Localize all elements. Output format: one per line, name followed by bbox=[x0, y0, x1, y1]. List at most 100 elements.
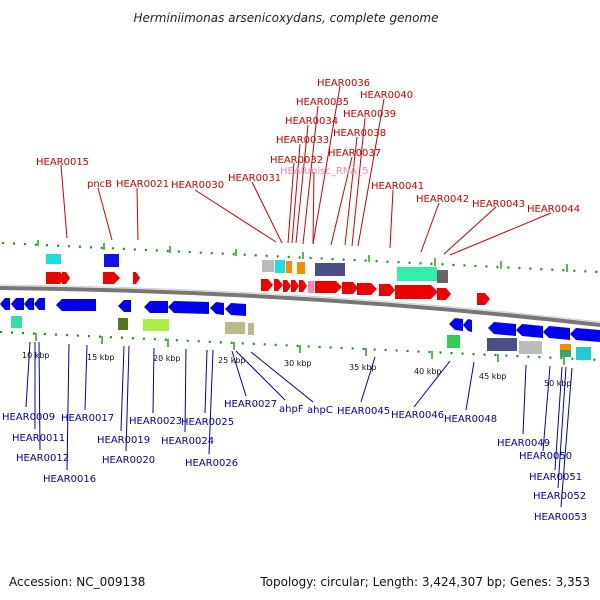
feature-box[interactable] bbox=[560, 350, 571, 357]
feature-box[interactable] bbox=[286, 261, 292, 273]
gene-label[interactable]: HEAR0041 bbox=[371, 181, 424, 192]
feature-box[interactable] bbox=[397, 267, 437, 281]
forward-gene[interactable] bbox=[342, 282, 358, 294]
gene-label[interactable]: ahpC bbox=[307, 405, 333, 416]
reverse-gene[interactable] bbox=[56, 299, 96, 311]
gene-label[interactable]: HEAR0045 bbox=[337, 406, 390, 417]
bottom-feature-boxes bbox=[11, 316, 591, 360]
reverse-gene[interactable] bbox=[570, 328, 600, 342]
gene-label[interactable]: HEAR0037 bbox=[328, 148, 381, 159]
gene-label[interactable]: HEAR0053 bbox=[534, 512, 587, 523]
gene-label[interactable]: HEAR0049 bbox=[497, 438, 550, 449]
reverse-gene[interactable] bbox=[144, 301, 168, 313]
misc-rna-feature[interactable] bbox=[308, 281, 314, 293]
feature-box[interactable] bbox=[315, 263, 345, 276]
forward-gene[interactable] bbox=[477, 293, 490, 305]
forward-gene[interactable] bbox=[261, 279, 273, 291]
gene-label[interactable]: HEAR0019 bbox=[97, 435, 150, 446]
forward-gene[interactable] bbox=[62, 272, 70, 284]
gene-label[interactable]: HEAR0025 bbox=[181, 417, 234, 428]
reverse-gene[interactable] bbox=[11, 298, 24, 310]
forward-gene[interactable] bbox=[395, 285, 438, 299]
forward-gene[interactable] bbox=[379, 284, 395, 296]
gene-label[interactable]: HEAR0035 bbox=[296, 97, 349, 108]
gene-label[interactable]: HEAR0020 bbox=[102, 455, 155, 466]
kbp-tick-label: 50 kbp bbox=[544, 379, 572, 388]
feature-box[interactable] bbox=[11, 316, 22, 328]
reverse-gene[interactable] bbox=[516, 324, 543, 338]
gene-label[interactable]: HEAR0052 bbox=[533, 491, 586, 502]
gene-label[interactable]: HEAR0009 bbox=[2, 412, 55, 423]
kbp-tick-label: 45 kbp bbox=[479, 372, 507, 381]
forward-gene[interactable] bbox=[283, 280, 291, 292]
gene-label[interactable]: HEAR0023 bbox=[129, 416, 182, 427]
gene-label[interactable]: HEAR0032 bbox=[270, 155, 323, 166]
reverse-gene[interactable] bbox=[543, 326, 570, 340]
gene-label[interactable]: ahpF bbox=[279, 404, 304, 415]
forward-gene[interactable] bbox=[437, 288, 451, 300]
gene-label[interactable]: HEAR0043 bbox=[472, 199, 525, 210]
feature-box[interactable] bbox=[437, 270, 448, 283]
gene-label[interactable]: HEAR0046 bbox=[391, 410, 444, 421]
feature-box[interactable] bbox=[297, 262, 305, 274]
gene-label[interactable]: HEARmisc_RNA_5 bbox=[280, 166, 369, 177]
reverse-gene[interactable] bbox=[0, 298, 10, 310]
feature-box[interactable] bbox=[275, 260, 285, 273]
gene-label[interactable]: HEAR0021 bbox=[116, 179, 169, 190]
reverse-gene[interactable] bbox=[449, 318, 463, 331]
feature-box[interactable] bbox=[118, 318, 128, 330]
gene-label[interactable]: HEAR0050 bbox=[519, 451, 572, 462]
forward-gene[interactable] bbox=[357, 283, 377, 295]
reverse-gene[interactable] bbox=[118, 300, 131, 312]
gene-label[interactable]: HEAR0016 bbox=[43, 474, 96, 485]
feature-box[interactable] bbox=[143, 319, 169, 331]
gene-label[interactable]: HEAR0031 bbox=[228, 173, 281, 184]
reverse-gene[interactable] bbox=[168, 301, 209, 314]
kbp-tick-label: 40 kbp bbox=[414, 367, 442, 376]
feature-box[interactable] bbox=[487, 338, 517, 351]
gene-label[interactable]: HEAR0030 bbox=[171, 180, 224, 191]
gene-label[interactable]: HEAR0015 bbox=[36, 157, 89, 168]
feature-box[interactable] bbox=[104, 254, 119, 267]
gene-label[interactable]: HEAR0012 bbox=[16, 453, 69, 464]
forward-gene[interactable] bbox=[315, 281, 342, 293]
gene-label[interactable]: HEAR0051 bbox=[529, 472, 582, 483]
feature-box[interactable] bbox=[519, 341, 542, 354]
feature-box[interactable] bbox=[576, 347, 591, 360]
gene-label[interactable]: HEAR0042 bbox=[416, 194, 469, 205]
gene-label[interactable]: HEAR0036 bbox=[317, 78, 370, 89]
gene-label[interactable]: HEAR0044 bbox=[527, 204, 580, 215]
feature-box[interactable] bbox=[262, 260, 274, 272]
feature-box[interactable] bbox=[248, 323, 254, 335]
feature-box[interactable] bbox=[225, 322, 245, 334]
gene-label[interactable]: HEAR0033 bbox=[276, 135, 329, 146]
gene-label[interactable]: HEAR0011 bbox=[12, 433, 65, 444]
forward-gene[interactable] bbox=[291, 280, 299, 292]
forward-gene[interactable] bbox=[299, 280, 307, 292]
reverse-gene[interactable] bbox=[488, 322, 516, 336]
forward-gene[interactable] bbox=[103, 272, 120, 284]
gene-label[interactable]: HEAR0026 bbox=[185, 458, 238, 469]
gene-label[interactable]: HEAR0027 bbox=[224, 399, 277, 410]
reverse-gene[interactable] bbox=[24, 298, 34, 310]
gene-label[interactable]: HEAR0024 bbox=[161, 436, 214, 447]
gene-label[interactable]: HEAR0039 bbox=[343, 109, 396, 120]
reverse-gene[interactable] bbox=[34, 298, 45, 310]
gene-label[interactable]: HEAR0038 bbox=[333, 128, 386, 139]
gene-label[interactable]: HEAR0040 bbox=[360, 90, 413, 101]
gene-label[interactable]: pncB bbox=[87, 179, 112, 190]
gene-label[interactable]: HEAR0017 bbox=[61, 413, 114, 424]
feature-box[interactable] bbox=[46, 254, 61, 264]
reverse-gene[interactable] bbox=[210, 302, 224, 315]
forward-strand-genes bbox=[46, 272, 490, 305]
reverse-gene[interactable] bbox=[225, 303, 246, 316]
feature-box[interactable] bbox=[447, 335, 460, 348]
forward-gene[interactable] bbox=[46, 272, 66, 284]
forward-gene[interactable] bbox=[133, 272, 140, 284]
feature-box[interactable] bbox=[560, 344, 571, 350]
forward-gene[interactable] bbox=[274, 279, 283, 291]
reverse-gene[interactable] bbox=[463, 319, 472, 332]
gene-label[interactable]: HEAR0034 bbox=[285, 116, 338, 127]
gene-label[interactable]: HEAR0048 bbox=[444, 414, 497, 425]
